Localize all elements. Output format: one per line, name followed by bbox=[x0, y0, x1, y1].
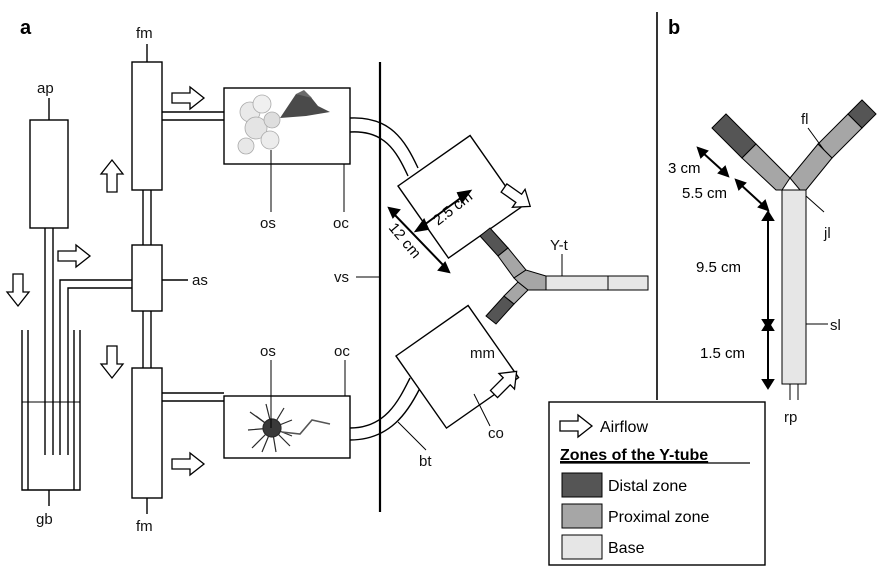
label-oc-bottom: oc bbox=[334, 343, 350, 360]
label-jl: jl bbox=[823, 225, 831, 242]
label-sl: sl bbox=[830, 317, 841, 334]
dimension-3-cm: 3 cm bbox=[668, 160, 701, 177]
legend-swatch-base bbox=[562, 535, 602, 559]
odour-chamber-bottom bbox=[224, 396, 350, 458]
dimension-1-5-cm: 1.5 cm bbox=[700, 345, 745, 362]
label-vs: vs bbox=[334, 269, 349, 286]
label-ap: ap bbox=[37, 80, 54, 97]
legend-swatch-distal bbox=[562, 473, 602, 497]
label-fl: fl bbox=[801, 111, 809, 128]
air-splitter bbox=[132, 245, 162, 311]
air-pump bbox=[30, 120, 68, 228]
label-os-top: os bbox=[260, 215, 276, 232]
legend-item-distal: Distal zone bbox=[608, 478, 687, 495]
panel-label-a: a bbox=[20, 17, 32, 39]
legend-title: Zones of the Y-tube bbox=[560, 447, 708, 464]
legend: Airflow Zones of the Y-tube Distal zone … bbox=[549, 402, 765, 565]
label-mm: mm bbox=[470, 345, 495, 362]
gas-bottle bbox=[22, 330, 80, 490]
label-bt: bt bbox=[419, 453, 432, 470]
label-y-t: Y-t bbox=[550, 237, 569, 254]
flowmeter-bottom bbox=[132, 368, 162, 498]
legend-airflow-label: Airflow bbox=[600, 419, 648, 436]
label-oc-top: oc bbox=[333, 215, 349, 232]
dimension-9-5-cm: 9.5 cm bbox=[696, 259, 741, 276]
flowmeter-top bbox=[132, 62, 162, 190]
label-fm-bottom: fm bbox=[136, 518, 153, 535]
dimension-5-5-cm: 5.5 cm bbox=[682, 185, 727, 202]
label-rp: rp bbox=[784, 409, 797, 426]
label-gb: gb bbox=[36, 511, 53, 528]
legend-item-base: Base bbox=[608, 540, 645, 557]
label-as: as bbox=[192, 272, 208, 289]
label-fm-top: fm bbox=[136, 25, 153, 42]
connection-chamber-bottom bbox=[396, 306, 519, 429]
legend-item-proximal: Proximal zone bbox=[608, 509, 709, 526]
panel-label-b: b bbox=[668, 17, 680, 39]
label-os-bottom: os bbox=[260, 343, 276, 360]
legend-swatch-proximal bbox=[562, 504, 602, 528]
label-co: co bbox=[488, 425, 504, 442]
